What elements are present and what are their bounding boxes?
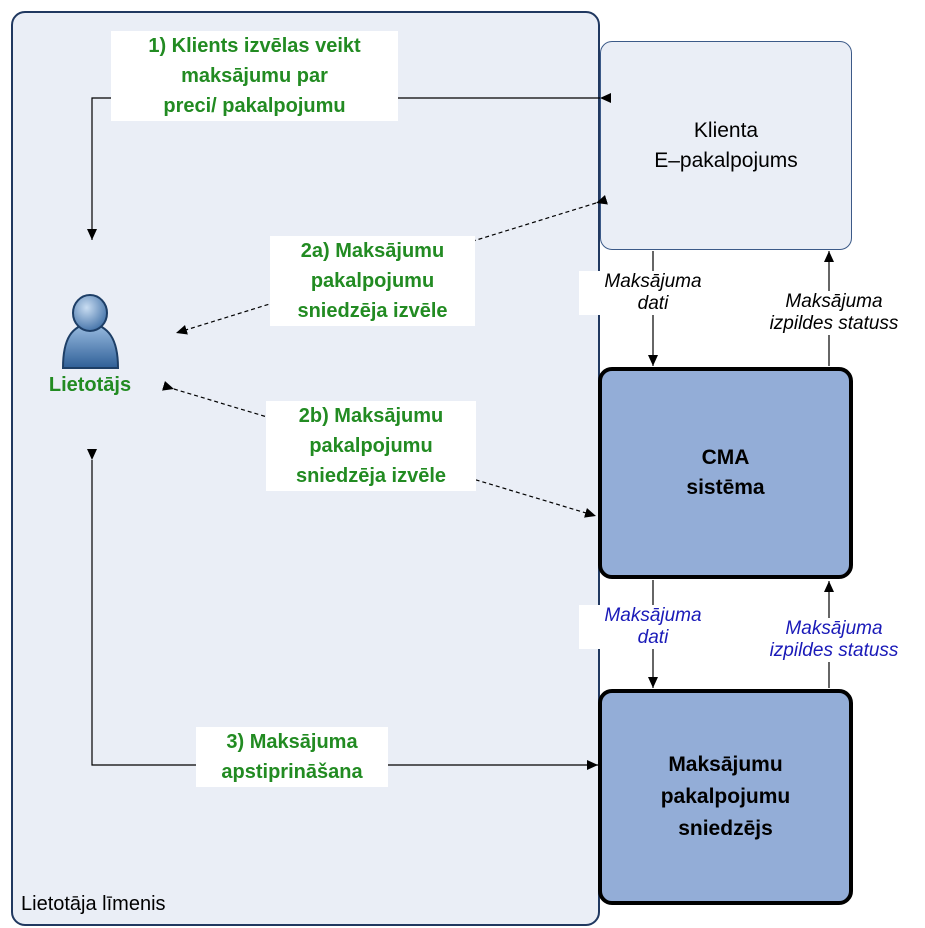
step2a-line1: 2a) Maksājumu <box>300 240 445 262</box>
step2a-line3: sniedzēja izvēle <box>297 300 448 322</box>
cma-box-line2: sistēma <box>686 476 765 499</box>
step2b-line3: sniedzēja izvēle <box>295 465 447 487</box>
step1-connector <box>87 93 611 240</box>
step1-label: 1) Klients izvēlas veikt maksājumu par p… <box>111 31 398 121</box>
cma-to-provider-label: Maksājuma dati <box>579 605 727 649</box>
cma-to-provider-line1: Maksājuma <box>604 605 702 626</box>
cma-to-client-line1: Maksājuma <box>785 291 883 312</box>
step3-line2: apstiprināšana <box>221 761 363 783</box>
step3-label: 3) Maksājuma apstiprināšana <box>196 727 388 787</box>
step3-line1: 3) Maksājuma <box>226 731 358 753</box>
client-box-line2: E–pakalpojums <box>654 148 798 172</box>
step2b-label: 2b) Maksājumu pakalpojumu sniedzēja izvē… <box>266 401 476 491</box>
provider-to-cma-line1: Maksājuma <box>785 618 883 639</box>
step2a-line2: pakalpojumu <box>310 270 435 292</box>
step3-connector <box>87 449 598 770</box>
cma-to-client-line2: izpildes statuss <box>769 313 899 334</box>
client-to-cma-line2: dati <box>637 293 669 314</box>
client-to-cma-line1: Maksājuma <box>604 271 702 292</box>
payment-provider-box: Maksājumu pakalpojumu sniedzējs <box>598 689 853 905</box>
cma-to-provider-line2: dati <box>637 627 669 648</box>
provider-box-line2: pakalpojumu <box>660 785 791 808</box>
client-to-cma-label: Maksājuma dati <box>579 271 727 315</box>
cma-box-line1: CMA <box>701 446 750 469</box>
step2b-line1: 2b) Maksājumu <box>298 405 444 427</box>
provider-to-cma-label: Maksājuma izpildes statuss <box>749 618 919 662</box>
panel-label: Lietotāja līmenis <box>21 893 166 915</box>
step1-line1: 1) Klients izvēlas veikt <box>148 35 361 57</box>
client-box-line1: Klienta <box>693 118 759 142</box>
step1-line3: preci/ pakalpojumu <box>163 95 346 117</box>
user-icon <box>61 294 120 369</box>
cma-system-box: CMA sistēma <box>598 367 853 579</box>
step2b-line2: pakalpojumu <box>309 435 433 457</box>
step2a-label: 2a) Maksājumu pakalpojumu sniedzēja izvē… <box>270 236 475 326</box>
user-label: Lietotājs <box>48 374 132 396</box>
provider-box-line1: Maksājumu <box>668 753 783 776</box>
cma-to-client-label: Maksājuma izpildes statuss <box>749 291 919 335</box>
client-e-service-box: Klienta E–pakalpojums <box>600 41 852 250</box>
provider-box-line3: sniedzējs <box>678 817 773 840</box>
provider-to-cma-line2: izpildes statuss <box>769 640 899 661</box>
step1-line2: maksājumu par <box>181 65 328 87</box>
